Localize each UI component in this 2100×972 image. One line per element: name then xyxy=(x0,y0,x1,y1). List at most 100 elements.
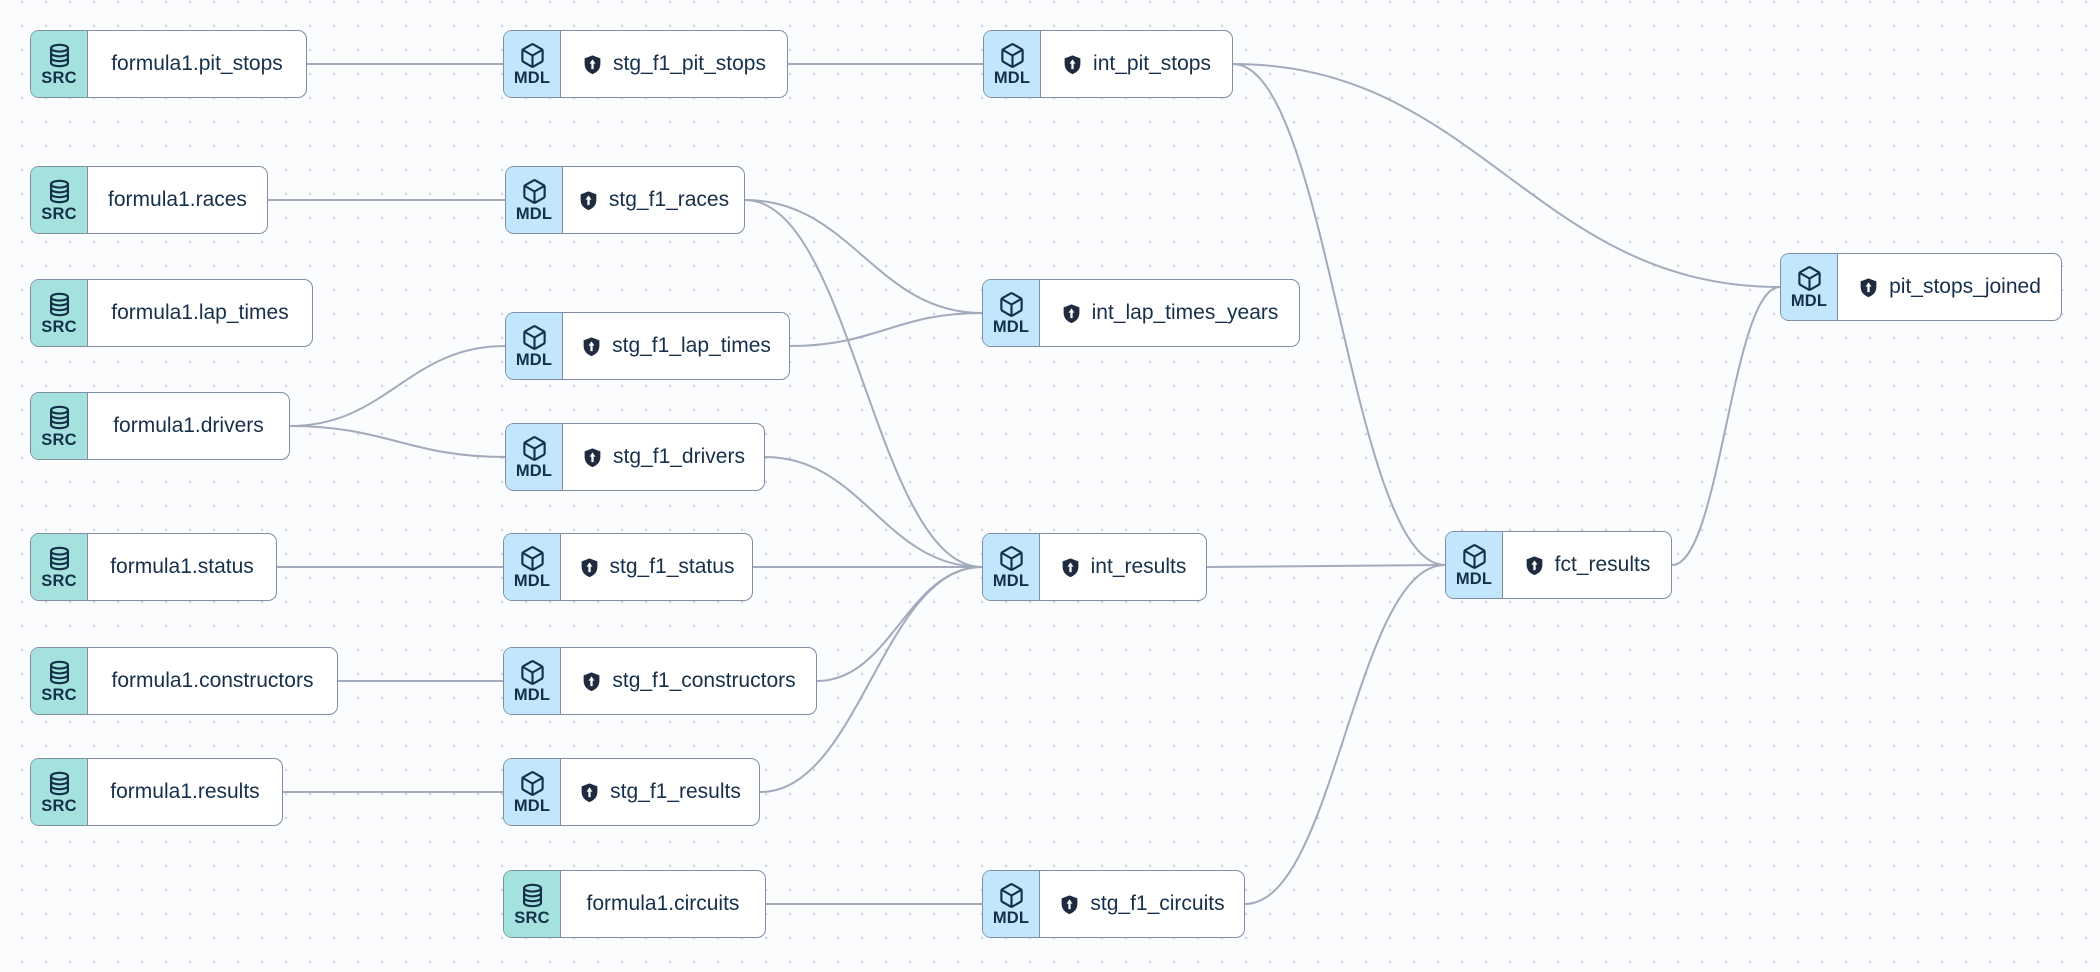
node-type-badge: SRC xyxy=(31,393,88,459)
lineage-node-stg_results[interactable]: MDL stg_f1_results xyxy=(503,758,760,826)
cube-icon xyxy=(519,659,546,686)
node-type-badge: MDL xyxy=(983,280,1040,346)
node-label-box: formula1.races xyxy=(88,167,267,233)
node-label-box: stg_f1_drivers xyxy=(563,424,764,490)
node-type-badge: MDL xyxy=(504,534,561,600)
cube-icon xyxy=(519,770,546,797)
node-type-label: MDL xyxy=(515,204,553,223)
lineage-node-int_lap_times_years[interactable]: MDL int_lap_times_years xyxy=(982,279,1300,347)
cube-icon xyxy=(1796,265,1823,292)
node-label-box: pit_stops_joined xyxy=(1838,254,2061,320)
database-icon xyxy=(46,291,73,318)
node-type-badge: MDL xyxy=(504,648,561,714)
node-type-badge: MDL xyxy=(504,759,561,825)
node-name-label: int_results xyxy=(1090,555,1187,578)
edge-src_drivers-stg_lap_times xyxy=(289,345,506,427)
shield-icon xyxy=(581,671,602,692)
edge-stg_constructors-int_results xyxy=(816,566,983,682)
database-icon xyxy=(46,545,73,572)
cube-icon xyxy=(999,42,1026,69)
node-type-badge: SRC xyxy=(31,534,88,600)
node-name-label: int_lap_times_years xyxy=(1091,301,1279,324)
node-label-box: formula1.status xyxy=(88,534,276,600)
node-name-label: formula1.races xyxy=(108,188,247,211)
shield-icon xyxy=(578,190,599,211)
node-label-box: stg_f1_constructors xyxy=(561,648,816,714)
lineage-node-stg_constructors[interactable]: MDL stg_f1_constructors xyxy=(503,647,817,715)
edge-stg_lap_times-int_lap_times_years xyxy=(789,312,983,347)
node-type-label: SRC xyxy=(41,204,77,223)
node-type-badge: SRC xyxy=(504,871,561,937)
node-type-badge: MDL xyxy=(506,313,563,379)
node-name-label: formula1.pit_stops xyxy=(111,52,283,75)
shield-icon xyxy=(579,557,600,578)
edge-stg_races-int_lap_times_years xyxy=(744,199,983,314)
lineage-node-src_races[interactable]: SRC formula1.races xyxy=(30,166,268,234)
edge-stg_circuits-fct_results xyxy=(1244,564,1446,905)
node-label-box: stg_f1_circuits xyxy=(1040,871,1244,937)
node-type-label: SRC xyxy=(41,430,77,449)
shield-icon xyxy=(1059,894,1080,915)
cube-icon xyxy=(519,42,546,69)
lineage-node-stg_status[interactable]: MDL stg_f1_status xyxy=(503,533,753,601)
database-icon xyxy=(46,404,73,431)
lineage-node-int_results[interactable]: MDL int_results xyxy=(982,533,1207,601)
node-label-box: fct_results xyxy=(1503,532,1671,598)
cube-icon xyxy=(998,882,1025,909)
shield-icon xyxy=(1061,303,1082,324)
node-name-label: int_pit_stops xyxy=(1093,52,1211,75)
database-icon xyxy=(46,770,73,797)
node-type-label: MDL xyxy=(515,461,553,480)
node-label-box: int_pit_stops xyxy=(1041,31,1232,97)
lineage-node-pit_stops_joined[interactable]: MDL pit_stops_joined xyxy=(1780,253,2062,321)
shield-icon xyxy=(581,336,602,357)
node-name-label: pit_stops_joined xyxy=(1889,275,2041,298)
node-label-box: formula1.pit_stops xyxy=(88,31,306,97)
edge-src_drivers-stg_drivers xyxy=(289,425,506,458)
node-name-label: stg_f1_status xyxy=(609,555,735,578)
cube-icon xyxy=(519,545,546,572)
edge-stg_drivers-int_results xyxy=(764,456,983,568)
lineage-node-int_pit_stops[interactable]: MDL int_pit_stops xyxy=(983,30,1233,98)
node-label-box: stg_f1_results xyxy=(561,759,759,825)
edge-stg_races-int_results xyxy=(744,199,983,568)
shield-icon xyxy=(582,447,603,468)
node-name-label: stg_f1_results xyxy=(610,780,741,803)
shield-icon xyxy=(1524,555,1545,576)
lineage-node-stg_drivers[interactable]: MDL stg_f1_drivers xyxy=(505,423,765,491)
cube-icon xyxy=(998,545,1025,572)
node-type-badge: MDL xyxy=(983,534,1040,600)
node-name-label: stg_f1_constructors xyxy=(612,669,796,692)
node-label-box: stg_f1_status xyxy=(561,534,752,600)
node-type-badge: SRC xyxy=(31,167,88,233)
database-icon xyxy=(519,882,546,909)
edge-int_pit_stops-fct_results xyxy=(1232,63,1446,566)
database-icon xyxy=(46,659,73,686)
node-type-label: MDL xyxy=(993,68,1031,87)
cube-icon xyxy=(1461,543,1488,570)
node-type-badge: MDL xyxy=(1781,254,1838,320)
node-type-badge: MDL xyxy=(984,31,1041,97)
shield-icon xyxy=(1062,54,1083,75)
node-type-badge: MDL xyxy=(506,167,563,233)
edge-int_pit_stops-pit_stops_joined xyxy=(1232,63,1781,288)
node-label-box: stg_f1_races xyxy=(563,167,744,233)
cube-icon xyxy=(998,291,1025,318)
node-label-box: formula1.results xyxy=(88,759,282,825)
node-name-label: stg_f1_races xyxy=(608,188,730,211)
node-label-box: formula1.lap_times xyxy=(88,280,312,346)
lineage-node-stg_races[interactable]: MDL stg_f1_races xyxy=(505,166,745,234)
